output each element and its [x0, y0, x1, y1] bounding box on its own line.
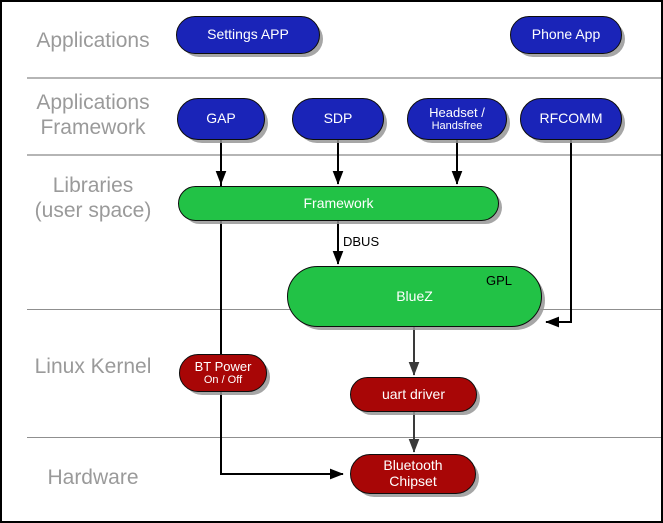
node-uart-driver[interactable]: uart driver	[350, 377, 477, 412]
node-gap-label: GAP	[206, 110, 236, 127]
layer-label-applications-framework: Applications Framework	[36, 91, 150, 139]
node-bluetooth-chipset-sublabel: Chipset	[389, 473, 437, 489]
node-settings-app-label: Settings APP	[207, 26, 289, 43]
layer-label-linux-kernel: Linux Kernel	[34, 355, 152, 378]
node-bluetooth-chipset[interactable]: Bluetooth Chipset	[350, 454, 476, 494]
divider-linux-kernel-bottom	[27, 437, 661, 438]
node-bt-power[interactable]: BT Power On / Off	[179, 354, 267, 392]
node-rfcomm-label: RFCOMM	[539, 110, 603, 127]
edge-label-dbus: DBUS	[343, 234, 380, 249]
node-sdp[interactable]: SDP	[292, 98, 384, 140]
node-headset-handsfree-sublabel: Handsfree	[431, 120, 483, 133]
node-bluez-label: BlueZ	[396, 287, 433, 304]
layer-label-applications: Applications	[36, 29, 150, 52]
node-phone-app[interactable]: Phone App	[510, 16, 622, 54]
divider-applications-bottom	[27, 77, 661, 79]
node-bt-power-sublabel: On / Off	[203, 374, 243, 387]
node-sdp-label: SDP	[323, 110, 353, 127]
node-phone-app-label: Phone App	[531, 26, 601, 43]
node-gap[interactable]: GAP	[177, 98, 265, 140]
edge-rfcomm-to-bluez	[545, 140, 572, 328]
node-bluetooth-chipset-label: Bluetooth	[383, 457, 443, 474]
layer-label-hardware: Hardware	[47, 466, 139, 489]
node-framework[interactable]: Framework	[178, 186, 499, 221]
divider-applications-framework-bottom	[27, 154, 661, 156]
layer-label-libraries: Libraries (user space)	[34, 174, 152, 222]
node-rfcomm[interactable]: RFCOMM	[520, 98, 622, 140]
node-uart-driver-label: uart driver	[381, 385, 446, 402]
node-bt-power-label: BT Power	[194, 358, 252, 374]
node-bluez-gpl-badge: GPL	[486, 273, 513, 288]
node-headset-handsfree-label: Headset /	[429, 104, 485, 120]
node-settings-app[interactable]: Settings APP	[176, 16, 320, 54]
node-headset-handsfree[interactable]: Headset / Handsfree	[407, 98, 507, 140]
node-framework-label: Framework	[303, 194, 374, 211]
